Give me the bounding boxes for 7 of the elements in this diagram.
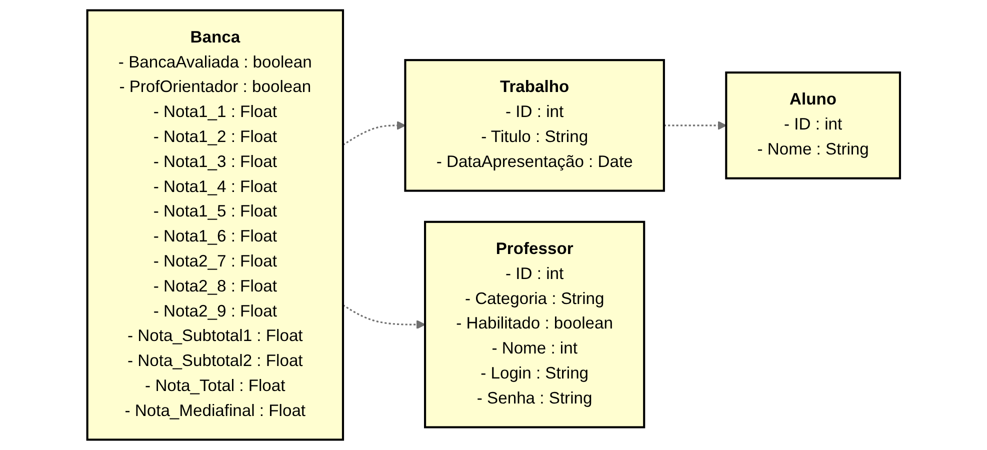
arrow <box>342 120 406 146</box>
node-box: Banca - BancaAvaliada : boolean - ProfOrientador : boolean - Nota1_1 : Float - Nota1_2 : Float - Nota1_3 : Float - Nota1_4 : Float - Nota1_5 : Float - Nota1_6 : Float - Nota2_7 : Float - Nota2_8 : Float - Nota2_9 : Float - Nota_Subtotal1 : Float - Nota_Subtotal2 : Float - Nota_Total : Float - Nota_Mediafinal : Float <box>86 9 344 441</box>
arrow <box>664 120 726 130</box>
node-box: Professor - ID : int - Categoria : String - Habilitado : boolean - Nome : int - Login : String - Senha : String <box>424 220 645 428</box>
node-box: Aluno - ID : int - Nome : String <box>724 72 901 180</box>
arrow <box>342 304 426 330</box>
node-box: Trabalho - ID : int - Titulo : String - DataApresentação : Date <box>404 59 665 192</box>
